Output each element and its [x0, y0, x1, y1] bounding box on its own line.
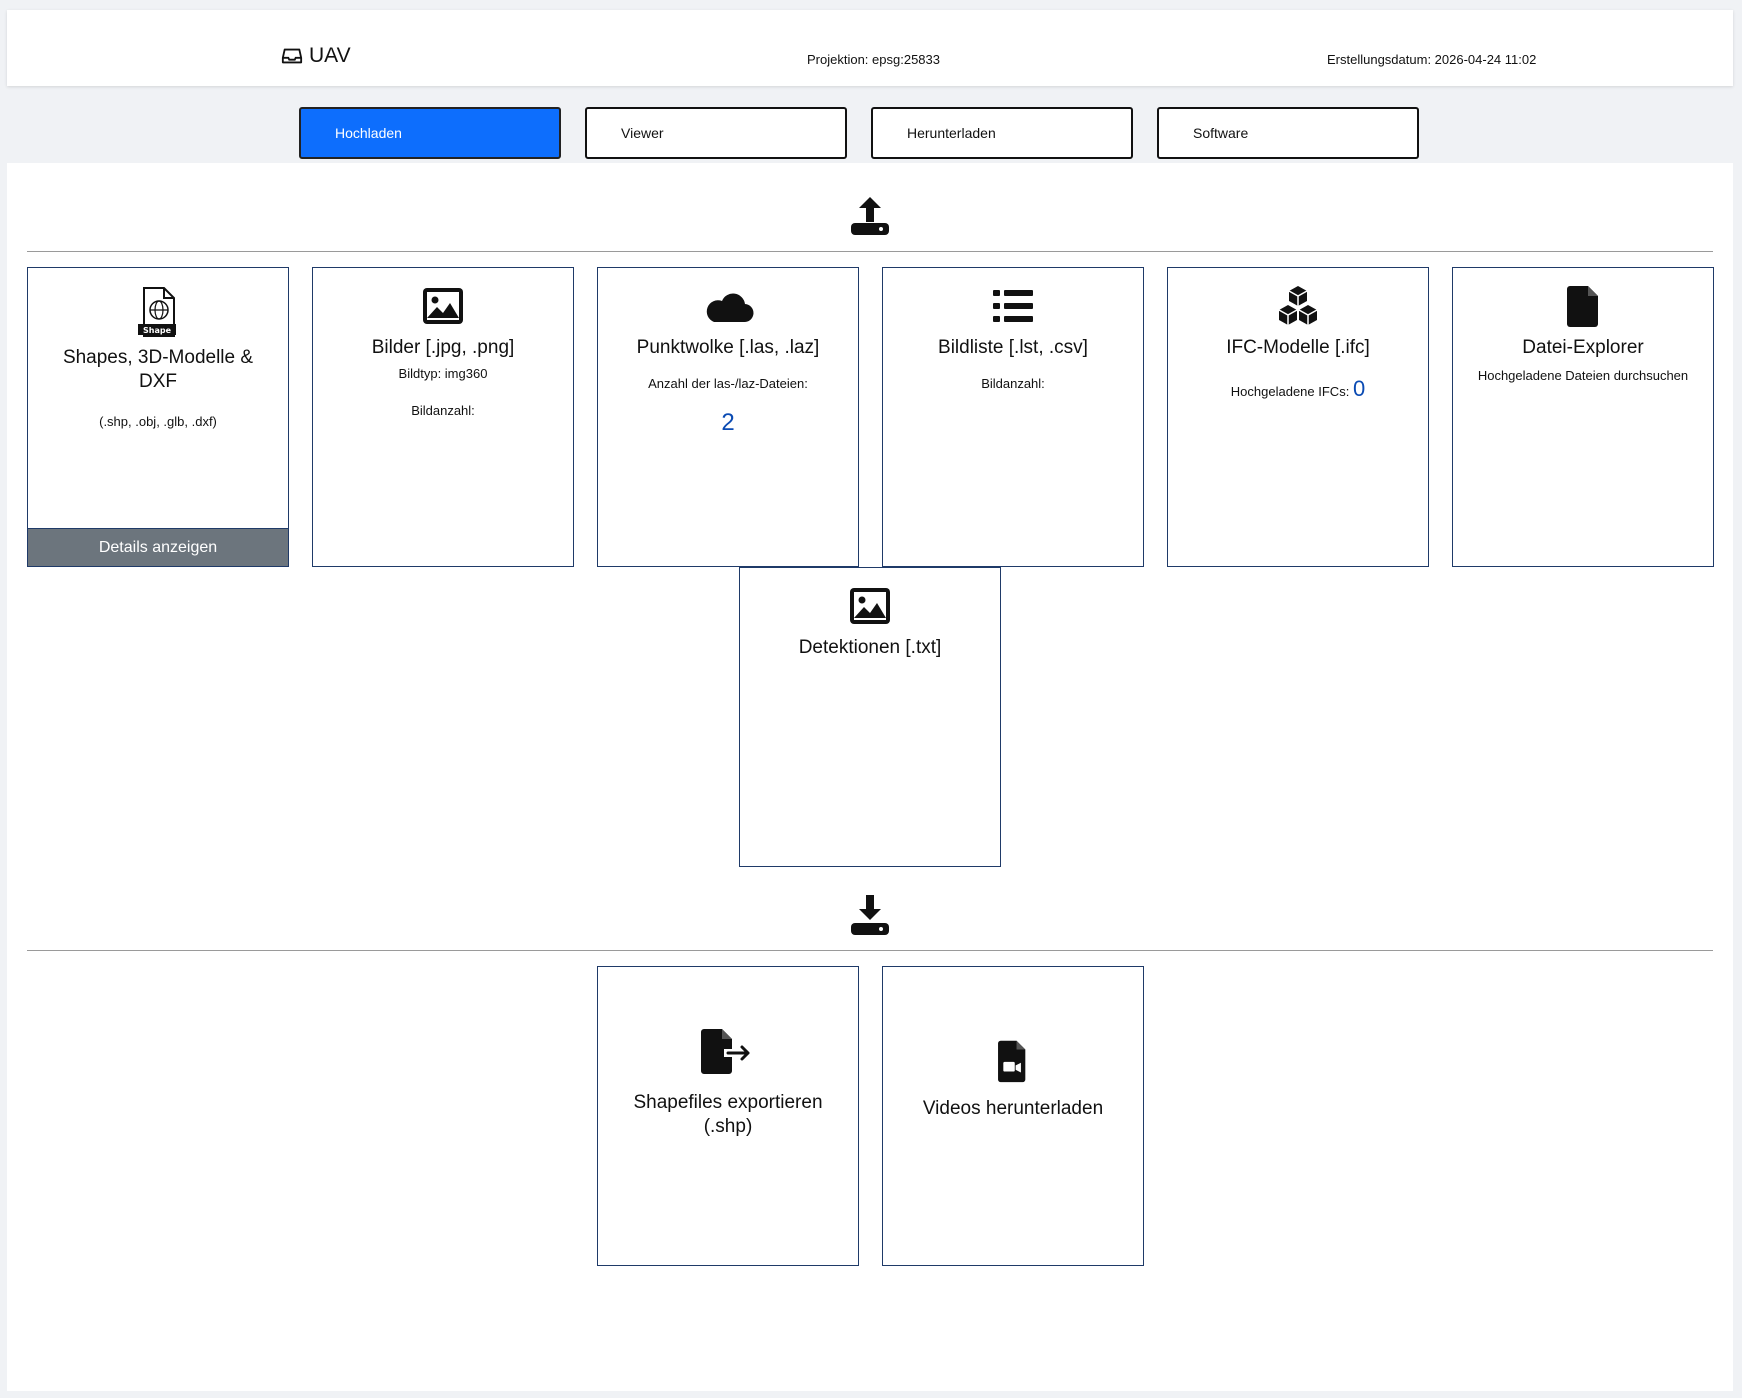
- upload-icon: [851, 197, 889, 235]
- image-icon: [850, 588, 890, 624]
- list-icon: [993, 290, 1033, 322]
- file-icon: [1567, 286, 1598, 327]
- download-divider: [27, 950, 1713, 951]
- projection-label: Projektion: epsg:25833: [807, 52, 940, 67]
- card-shapes[interactable]: Shape Shapes, 3D-Modelle & DXF (.shp, .o…: [27, 267, 289, 567]
- main-tabs: Hochladen Viewer Herunterladen Software: [299, 107, 1419, 159]
- image-icon: [423, 288, 463, 324]
- tab-herunterladen[interactable]: Herunterladen: [871, 107, 1133, 159]
- file-export-icon: [701, 1029, 750, 1074]
- inbox-icon: [281, 48, 303, 64]
- app-brand[interactable]: UAV: [281, 44, 351, 68]
- shapefile-icon: Shape: [138, 287, 176, 337]
- tab-hochladen[interactable]: Hochladen: [299, 107, 561, 159]
- card-punktwolke-label: Anzahl der las-/laz-Dateien:: [648, 376, 808, 391]
- file-video-icon: [998, 1040, 1026, 1083]
- card-detektionen[interactable]: Detektionen [.txt]: [739, 567, 1001, 867]
- top-header: UAV Projektion: epsg:25833 Erstellungsda…: [7, 10, 1733, 86]
- card-detektionen-title: Detektionen [.txt]: [798, 637, 942, 658]
- card-bilder[interactable]: Bilder [.jpg, .png] Bildtyp: img360 Bild…: [312, 267, 574, 567]
- download-icon: [851, 895, 889, 935]
- card-bilder-count-label: Bildanzahl:: [411, 403, 475, 418]
- card-bilder-title: Bilder [.jpg, .png]: [371, 337, 515, 358]
- card-shapefiles-export[interactable]: Shapefiles exportieren (.shp): [597, 966, 859, 1266]
- card-shapes-title: Shapes, 3D-Modelle & DXF: [62, 347, 254, 392]
- card-ifc-count: 0: [1352, 376, 1366, 401]
- card-datei-explorer[interactable]: Datei-Explorer Hochgeladene Dateien durc…: [1452, 267, 1714, 567]
- main-panel: Shape Shapes, 3D-Modelle & DXF (.shp, .o…: [7, 163, 1733, 1391]
- card-bildliste-title: Bildliste [.lst, .csv]: [938, 337, 1088, 358]
- tab-viewer[interactable]: Viewer: [585, 107, 847, 159]
- card-bildliste-count-label: Bildanzahl:: [981, 376, 1045, 391]
- card-ifc-info: Hochgeladene IFCs: 0: [1168, 376, 1428, 402]
- card-explorer-title: Datei-Explorer: [1522, 337, 1644, 358]
- cloud-icon: [706, 293, 754, 323]
- card-videos-title: Videos herunterladen: [922, 1098, 1104, 1119]
- card-shapes-subtitle: (.shp, .obj, .glb, .dxf): [99, 414, 217, 429]
- creation-date-label: Erstellungsdatum: 2026-04-24 11:02: [1327, 52, 1537, 67]
- cubes-icon: [1278, 286, 1318, 325]
- app-title: UAV: [309, 44, 351, 67]
- card-punktwolke[interactable]: Punktwolke [.las, .laz] Anzahl der las-/…: [597, 267, 859, 567]
- card-ifc[interactable]: IFC-Modelle [.ifc] Hochgeladene IFCs: 0: [1167, 267, 1429, 567]
- card-punktwolke-title: Punktwolke [.las, .laz]: [636, 337, 820, 358]
- card-explorer-subtitle: Hochgeladene Dateien durchsuchen: [1477, 368, 1689, 383]
- upload-divider: [27, 251, 1713, 252]
- card-bilder-type: Bildtyp: img360: [398, 366, 488, 381]
- tab-software[interactable]: Software: [1157, 107, 1419, 159]
- shape-badge-text: Shape: [143, 326, 172, 335]
- card-ifc-label: Hochgeladene IFCs:: [1230, 384, 1350, 399]
- card-videos-download[interactable]: Videos herunterladen: [882, 966, 1144, 1266]
- card-shapefiles-title: Shapefiles exportieren (.shp): [633, 1092, 823, 1137]
- card-punktwolke-count: 2: [721, 409, 735, 436]
- details-button[interactable]: Details anzeigen: [28, 528, 288, 566]
- card-bildliste[interactable]: Bildliste [.lst, .csv] Bildanzahl:: [882, 267, 1144, 567]
- card-ifc-title: IFC-Modelle [.ifc]: [1226, 337, 1370, 358]
